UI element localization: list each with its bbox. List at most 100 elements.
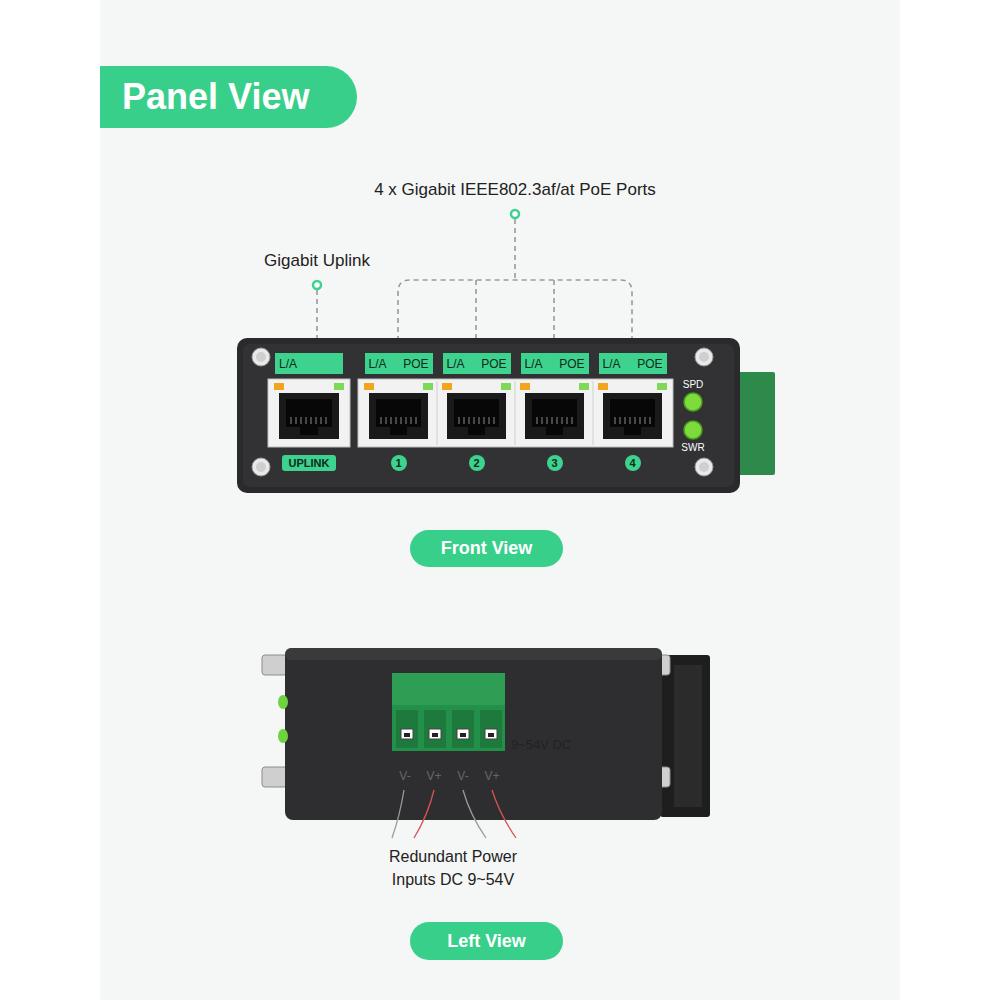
terminal-block bbox=[480, 710, 502, 748]
rj45-pins bbox=[291, 417, 650, 424]
terminal-block bbox=[460, 733, 466, 737]
port-number: 1 bbox=[395, 457, 401, 469]
rj45-cavity bbox=[610, 399, 655, 427]
terminal-block bbox=[392, 673, 505, 707]
port-divider bbox=[515, 381, 516, 445]
label-holder: 4 x Gigabit IEEE802.3af/at PoE Ports bbox=[374, 180, 656, 200]
voltage-rating: 9~54V DC bbox=[511, 737, 571, 752]
din-clip bbox=[660, 655, 710, 817]
pin-name: V- bbox=[399, 769, 410, 783]
port-label: L/A bbox=[279, 357, 297, 371]
title-pill: Panel View bbox=[100, 66, 357, 128]
port-label-bar: L/A POE bbox=[599, 353, 667, 374]
port-label-bar: L/A POE bbox=[521, 353, 589, 374]
label-holder: V- bbox=[457, 769, 468, 783]
terminal-block bbox=[452, 710, 474, 748]
status-led bbox=[684, 393, 702, 411]
link-led bbox=[364, 383, 374, 390]
link-led bbox=[274, 383, 284, 390]
port-number-badge: 3 bbox=[547, 455, 563, 471]
port-label: POE bbox=[559, 357, 584, 371]
rj45-pins bbox=[459, 417, 494, 424]
view-name: Left View bbox=[447, 931, 526, 952]
uplink-tag: UPLINK bbox=[282, 455, 336, 471]
rj45-jack bbox=[603, 393, 662, 439]
power-wire bbox=[392, 790, 404, 838]
port-label: POE bbox=[403, 357, 428, 371]
terminal-block bbox=[432, 733, 438, 737]
leader-dot bbox=[511, 210, 519, 218]
port-number-badge: 1 bbox=[391, 455, 407, 471]
label-holder: V- bbox=[399, 769, 410, 783]
rj45-cavity bbox=[390, 427, 407, 435]
terminal-block bbox=[401, 729, 413, 739]
rj45-jack bbox=[447, 393, 506, 439]
leader-dot bbox=[313, 281, 321, 289]
port-number-badge: 4 bbox=[625, 455, 641, 471]
link-led bbox=[274, 383, 608, 390]
pin-name: V+ bbox=[426, 769, 441, 783]
port-label: L/A bbox=[447, 357, 465, 371]
screw bbox=[252, 348, 270, 366]
screw bbox=[695, 348, 713, 366]
port-label-bar: L/A POE bbox=[443, 353, 511, 374]
side-housing bbox=[285, 648, 662, 820]
side-screw bbox=[262, 767, 287, 787]
port-number: 4 bbox=[629, 457, 635, 469]
side-housing bbox=[285, 648, 662, 660]
led-name: SPD bbox=[683, 379, 704, 390]
link-led bbox=[520, 383, 530, 390]
terminal-block bbox=[424, 710, 446, 748]
screw bbox=[695, 458, 713, 476]
rj45-cavity bbox=[468, 427, 485, 435]
led-name: SWR bbox=[681, 442, 704, 453]
port-label-bar: L/APOE bbox=[365, 353, 433, 374]
port-divider bbox=[593, 381, 594, 445]
port-number-badge: 2 bbox=[469, 455, 485, 471]
callout-text: 4 x Gigabit IEEE802.3af/at PoE Ports bbox=[374, 180, 656, 199]
terminal-block bbox=[429, 729, 441, 739]
power-wire bbox=[392, 790, 516, 838]
front-housing bbox=[237, 338, 740, 493]
port-label-bar: L/A bbox=[275, 353, 343, 374]
rj45-cavity bbox=[286, 399, 332, 427]
view-pill: Front View bbox=[410, 530, 563, 567]
front-housing bbox=[243, 344, 734, 487]
rj45-cavity bbox=[624, 427, 641, 435]
terminal-block bbox=[485, 729, 497, 739]
poe-led bbox=[423, 383, 433, 390]
label-holder: 9~54V DC bbox=[511, 737, 571, 752]
screw-center bbox=[699, 462, 709, 472]
view-pill: Left View bbox=[410, 922, 563, 960]
label-holder: V+ bbox=[484, 769, 499, 783]
terminal-block bbox=[392, 673, 505, 751]
terminal-block bbox=[392, 705, 505, 751]
label-holder: Gigabit Uplink bbox=[264, 251, 370, 271]
port-label: POE bbox=[637, 357, 662, 371]
rj45-cavity bbox=[546, 427, 563, 435]
led-bump bbox=[278, 695, 288, 743]
rj45-cavity bbox=[454, 399, 499, 427]
port-name: UPLINK bbox=[289, 457, 330, 469]
rj45-jack bbox=[279, 393, 339, 439]
screw-center bbox=[256, 352, 709, 472]
callout-text: Gigabit Uplink bbox=[264, 251, 370, 270]
port-divider bbox=[437, 381, 438, 445]
view-name: Front View bbox=[441, 538, 533, 559]
din-clip bbox=[674, 665, 702, 807]
terminal-block bbox=[488, 733, 494, 737]
rj45-pins bbox=[537, 417, 572, 424]
label-holder: V+ bbox=[426, 769, 441, 783]
port-label: L/A bbox=[525, 357, 543, 371]
label-holder: SWR bbox=[681, 442, 704, 453]
port-label: L/A bbox=[603, 357, 621, 371]
rj45-jack bbox=[525, 393, 584, 439]
rj45-pins bbox=[291, 417, 326, 424]
port-frame bbox=[268, 379, 673, 447]
port-number: 2 bbox=[473, 457, 479, 469]
port-label: POE bbox=[481, 357, 506, 371]
led-bump bbox=[278, 695, 288, 709]
rj45-pins bbox=[615, 417, 650, 424]
led-bump bbox=[278, 729, 288, 743]
